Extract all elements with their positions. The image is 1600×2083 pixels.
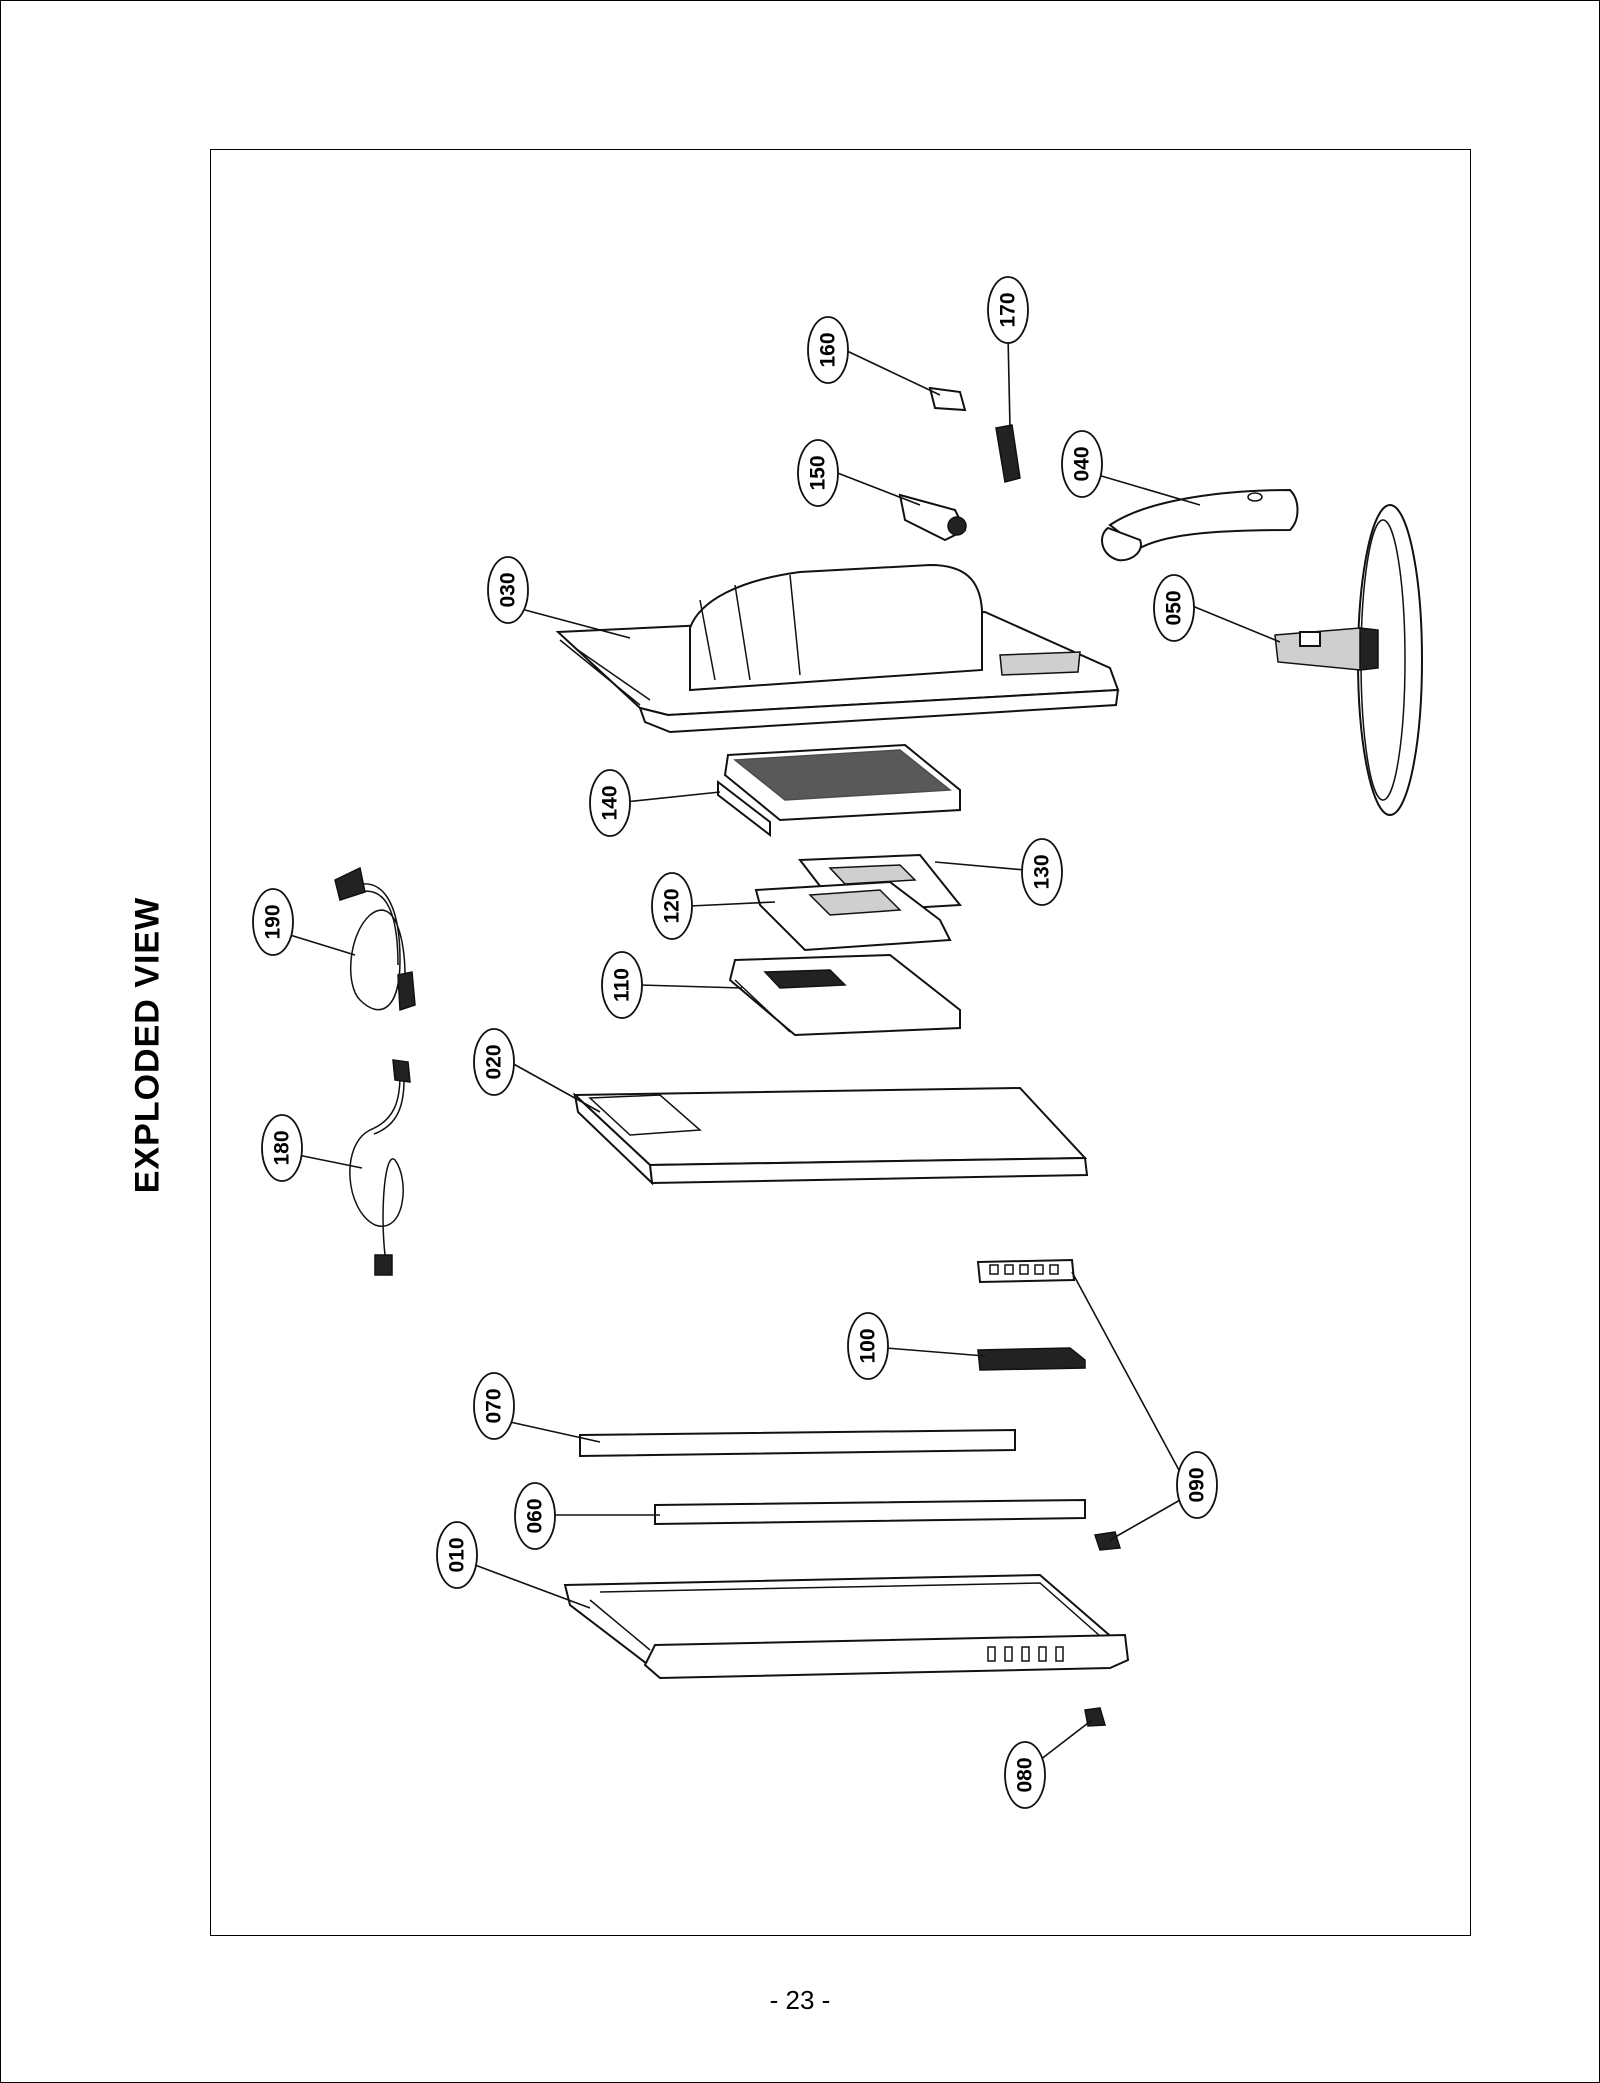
part-010-front-bezel	[563, 1573, 1130, 1680]
leader-080	[1039, 1719, 1093, 1761]
svg-text:100: 100	[857, 1328, 880, 1363]
svg-text:160: 160	[817, 332, 840, 367]
svg-text:020: 020	[483, 1044, 506, 1079]
svg-text:110: 110	[611, 968, 634, 1002]
leader-090b	[1109, 1499, 1181, 1541]
leader-110	[639, 984, 743, 989]
leader-030	[524, 609, 631, 639]
leader-120	[689, 901, 776, 907]
callout-120: 120	[651, 872, 693, 940]
callout-130: 130	[1021, 838, 1063, 906]
leader-160	[844, 349, 941, 396]
callout-150: 150	[797, 439, 839, 507]
callout-180: 180	[261, 1114, 303, 1182]
callout-160: 160	[807, 316, 849, 384]
svg-text:080: 080	[1014, 1757, 1037, 1792]
svg-text:140: 140	[599, 785, 622, 820]
part-160-clip	[928, 386, 967, 412]
callout-040: 040	[1061, 430, 1103, 498]
callout-100: 100	[847, 1312, 889, 1380]
callout-090: 090	[1176, 1451, 1218, 1519]
svg-text:190: 190	[262, 904, 285, 939]
leader-070	[509, 1421, 601, 1443]
part-020-lcd-panel	[572, 1086, 1089, 1186]
part-140-shield-cover	[717, 743, 961, 838]
page-number: - 23 -	[769, 1985, 831, 2015]
svg-text:120: 120	[661, 888, 684, 923]
callout-070: 070	[473, 1372, 515, 1440]
callout-060: 060	[514, 1482, 556, 1550]
callout-010: 010	[436, 1521, 478, 1589]
svg-text:030: 030	[497, 572, 520, 607]
callout-190: 190	[252, 888, 294, 956]
svg-text:010: 010	[446, 1537, 469, 1572]
callout-110: 110	[601, 951, 643, 1019]
callout-030: 030	[487, 556, 529, 624]
part-070-bracket	[579, 1428, 1016, 1458]
callout-140: 140	[589, 769, 631, 837]
svg-text:040: 040	[1071, 446, 1094, 481]
callout-050: 050	[1153, 574, 1195, 642]
leader-190	[289, 934, 356, 956]
leader-090a	[1071, 1271, 1181, 1473]
leader-lines	[289, 334, 1281, 1761]
part-180-signal-cable	[349, 1059, 411, 1276]
leader-180	[297, 1154, 363, 1169]
leader-040	[1097, 474, 1201, 506]
leader-150	[834, 471, 921, 506]
leader-010	[474, 1564, 591, 1609]
callout-170: 170	[987, 276, 1029, 344]
svg-text:090: 090	[1186, 1467, 1209, 1502]
leader-020	[509, 1061, 601, 1113]
callout-080: 080	[1004, 1741, 1046, 1809]
leader-100	[885, 1347, 986, 1357]
diagram-frame	[210, 149, 1471, 1936]
part-120-main-board	[754, 880, 952, 952]
part-110-chassis-frame	[728, 953, 961, 1037]
part-100-button-holder	[977, 1347, 1086, 1371]
part-190-power-cord	[334, 866, 416, 1012]
svg-text:050: 050	[1163, 590, 1186, 625]
callout-020: 020	[473, 1028, 515, 1096]
leader-130	[934, 861, 1026, 871]
part-050-stand-base	[1274, 504, 1423, 816]
svg-text:060: 060	[524, 1498, 547, 1533]
leader-140	[624, 791, 721, 803]
svg-text:150: 150	[807, 455, 830, 490]
svg-text:130: 130	[1031, 854, 1054, 889]
part-090-key-board	[976, 1258, 1121, 1551]
leader-050	[1189, 604, 1281, 643]
svg-text:180: 180	[271, 1130, 294, 1165]
part-170-hinge	[995, 424, 1021, 483]
svg-text:170: 170	[997, 292, 1020, 327]
part-060-bracket	[654, 1498, 1086, 1526]
part-150-jack-bracket	[898, 493, 967, 542]
part-030-rear-cover	[555, 563, 1120, 734]
part-040-stand-neck	[1101, 488, 1299, 562]
svg-text:070: 070	[483, 1388, 506, 1423]
leader-170	[1007, 334, 1011, 429]
page-title: EXPLODED VIEW	[128, 896, 167, 1194]
